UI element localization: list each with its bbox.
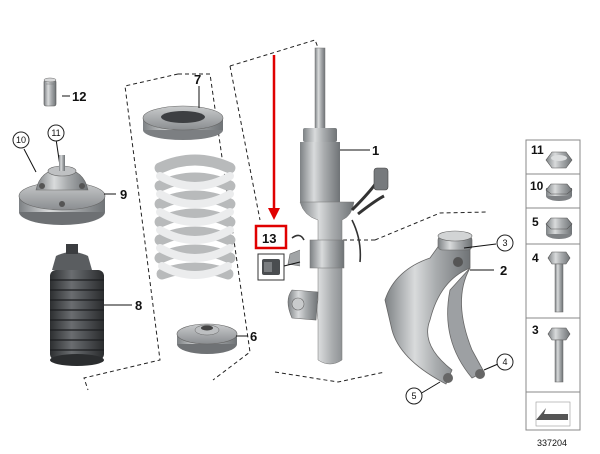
circled-callout-3: 3 <box>496 234 514 252</box>
table-row-direction-icon <box>535 401 571 427</box>
circled-callout-11: 11 <box>47 124 65 142</box>
coil-spring <box>154 154 236 280</box>
highlight-arrow <box>268 55 280 220</box>
callout-13: 13 <box>262 231 276 246</box>
part-2-control-arm <box>384 230 485 385</box>
svg-text:4: 4 <box>502 357 507 367</box>
table-row-3: 3 <box>532 323 571 383</box>
table-row-4: 4 <box>532 251 571 313</box>
highlight-box <box>254 224 288 250</box>
svg-text:10: 10 <box>16 135 26 145</box>
svg-text:11: 11 <box>531 143 544 157</box>
callout-9: 9 <box>120 187 127 202</box>
circled-callout-5: 5 <box>405 387 423 405</box>
callout-8: 8 <box>135 298 142 313</box>
callout-7: 7 <box>194 72 201 87</box>
svg-text:10: 10 <box>530 179 544 193</box>
leader-lines <box>62 86 499 395</box>
svg-text:3: 3 <box>502 238 507 248</box>
callout-12: 12 <box>72 89 86 104</box>
circled-callout-10: 10 <box>12 131 30 149</box>
part-8-dust-boot <box>50 244 104 366</box>
part-7-upper-seat <box>142 105 224 140</box>
table-row-5: 5 <box>532 215 573 239</box>
svg-text:5: 5 <box>411 391 416 401</box>
svg-text:3: 3 <box>532 323 539 337</box>
part-13-bush <box>257 253 301 281</box>
dashed-bracket-lines <box>83 39 489 391</box>
table-row-11: 11 <box>531 143 573 169</box>
circled-callout-4: 4 <box>496 353 514 371</box>
part-12-stud <box>43 77 57 107</box>
svg-text:11: 11 <box>51 128 60 138</box>
svg-text:4: 4 <box>532 251 539 265</box>
callout-1: 1 <box>372 143 379 158</box>
callout-6: 6 <box>250 329 257 344</box>
part-6-lower-pad <box>176 323 238 354</box>
svg-text:5: 5 <box>532 215 539 229</box>
reference-number: 337204 <box>537 438 567 448</box>
part-1-strut <box>287 47 389 365</box>
callout-2: 2 <box>500 263 507 278</box>
table-row-10: 10 <box>530 179 573 201</box>
part-9-strut-mount <box>18 155 106 225</box>
